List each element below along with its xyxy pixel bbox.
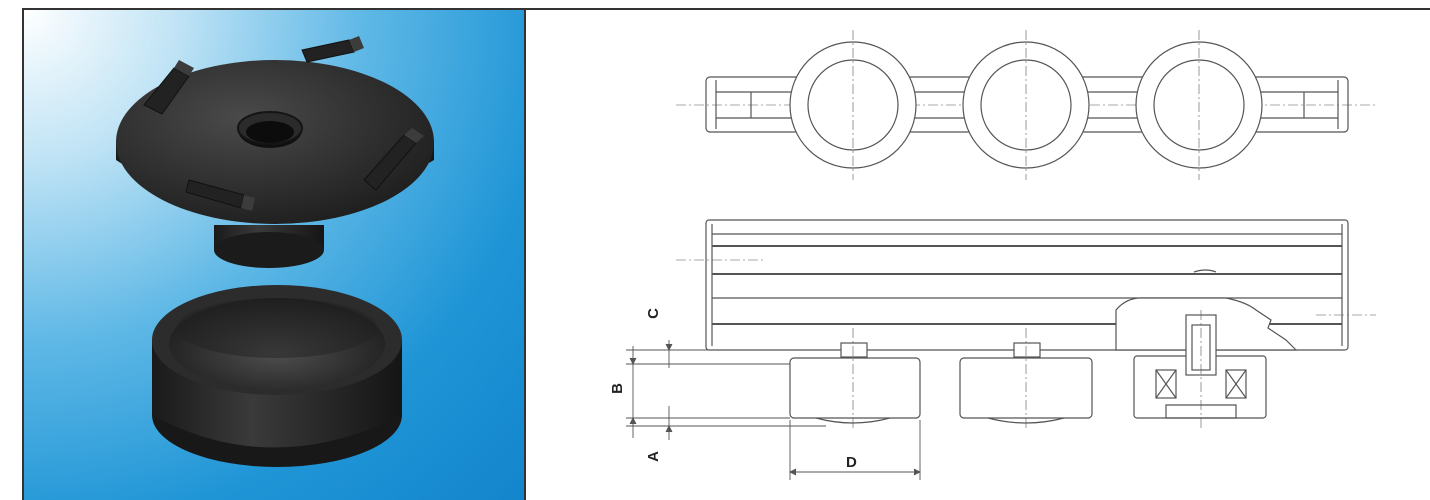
technical-drawing-panel: C B A D (526, 10, 1430, 500)
snap-clip (363, 128, 424, 191)
dimension-lines (626, 340, 922, 480)
snap-clip (301, 36, 364, 63)
product-photo-panel (24, 10, 526, 500)
snap-clip (143, 60, 194, 115)
lower-cup-part (152, 285, 402, 467)
technical-drawing (626, 30, 1376, 480)
dimension-label-b: B (608, 383, 626, 394)
wheel-side-2 (959, 328, 1093, 430)
product-render (116, 36, 434, 467)
dimension-label-d: D (846, 454, 857, 471)
outer-frame (22, 8, 1430, 500)
wheel-side-1 (789, 328, 921, 430)
dimension-label-c: C (644, 308, 662, 319)
dimension-label-a: A (644, 451, 662, 462)
top-view (676, 30, 1376, 180)
wheel-side-section (1133, 310, 1267, 430)
wheel-top-1 (789, 30, 917, 180)
upper-cap-part (116, 36, 434, 268)
wheel-top-2 (962, 30, 1090, 180)
wheel-top-3 (1135, 30, 1263, 180)
snap-clip (185, 179, 255, 211)
side-view (676, 219, 1376, 430)
